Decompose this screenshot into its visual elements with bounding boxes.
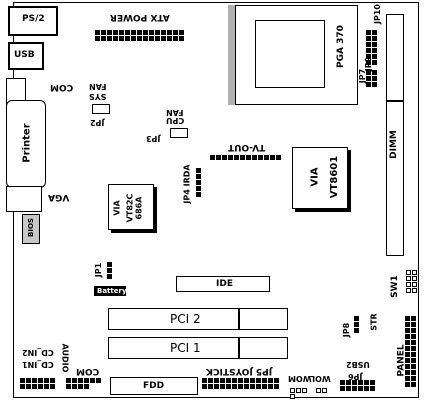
cd-in-headers — [20, 378, 56, 389]
via-vt8601-label-1: VIA — [309, 167, 321, 187]
bios-chip — [22, 214, 40, 244]
jp10-jumper — [366, 30, 378, 65]
com-label: COM — [50, 82, 74, 92]
ide-connector — [176, 276, 270, 292]
atx-power-label: ATX POWER — [110, 12, 170, 22]
sys-fan-header — [92, 104, 110, 114]
cd-in2-label: CD_IN2 — [22, 348, 54, 357]
jp2-label: JP2 — [90, 118, 105, 127]
fdd-label: FDD — [143, 381, 165, 391]
via-vt82c686a-chip — [108, 184, 154, 230]
sys-fan-label-1: SYS — [89, 92, 107, 101]
pci1-label: PCI 1 — [170, 341, 201, 355]
dimm-label: DIMM — [388, 130, 399, 159]
usb2-header — [340, 380, 376, 391]
cpu-socket-lever — [228, 5, 236, 105]
vga-connector — [6, 186, 42, 212]
pci2-label: PCI 2 — [170, 312, 201, 326]
ps2-label: PS/2 — [22, 14, 45, 24]
wom-label: WOM — [288, 374, 312, 383]
com2-label: COM — [76, 366, 100, 376]
via-686a-label-1: VIA — [112, 200, 122, 216]
vga-label: VGA — [48, 192, 70, 202]
jp1-label: JP1 — [94, 262, 104, 278]
cpu-fan-label-1: CPU — [166, 116, 185, 125]
cpu-socket-pga370 — [228, 5, 358, 105]
com2-header — [66, 378, 102, 389]
audio-label: AUDIO — [60, 343, 70, 373]
jp3-label: JP3 — [146, 134, 161, 143]
battery-label: Battery — [97, 287, 127, 295]
dimm-slot — [386, 14, 404, 256]
str-label: STR — [369, 313, 379, 331]
tv-out-header — [210, 155, 286, 160]
pci1-key — [238, 337, 240, 359]
printer-connector — [6, 100, 46, 188]
pci2-slot — [108, 308, 288, 330]
cd-in1-label: CD_IN1 — [22, 360, 54, 369]
dimm-slot-key — [386, 100, 404, 102]
battery — [94, 286, 126, 296]
via-686a-label-3: 686A — [134, 196, 144, 220]
atx-power-header — [95, 30, 187, 41]
via-vt8601-label-2: VT8601 — [329, 155, 341, 199]
jp5-joystick-label: JP5 JOYSTICK — [206, 366, 273, 376]
sw1-switch — [406, 270, 418, 293]
cpu-fan-label-2: FAN — [166, 108, 184, 117]
usb2-label: USB2 — [346, 360, 370, 369]
jp4-irda-header — [196, 168, 202, 197]
ide-label: IDE — [216, 279, 233, 289]
pci1-slot — [108, 337, 288, 359]
jp8-label: JP8 — [342, 322, 352, 338]
wol-label: WOL — [310, 374, 331, 383]
panel-header — [405, 316, 417, 387]
jp10-label: JP10 — [372, 4, 382, 24]
jp6-label: JP6 — [348, 372, 363, 381]
jp5-joystick-header — [202, 378, 280, 389]
ps2-connector — [8, 6, 58, 36]
usb-connector — [8, 42, 44, 70]
jp1-jumper — [107, 262, 113, 279]
fdd-connector — [110, 377, 198, 395]
usb-label: USB — [14, 50, 35, 60]
cpu-fan-header — [170, 128, 188, 138]
cpu-socket-inner — [255, 20, 325, 88]
jp8-jumper — [354, 316, 360, 333]
via-686a-label-2: VT82C — [125, 193, 135, 223]
sys-fan-label-2: FAN — [89, 82, 107, 91]
wol-wom-headers — [290, 388, 330, 399]
printer-label: Printer — [21, 123, 33, 163]
jp4-irda-label: JP4 IRDA — [182, 164, 192, 204]
via-vt8601-chip — [292, 147, 348, 209]
bios-label: BIOS — [26, 218, 35, 237]
pci2-key — [238, 308, 240, 330]
jp7-jumper — [366, 70, 378, 87]
pga370-label: PGA 370 — [335, 25, 346, 68]
sw1-label: SW1 — [389, 275, 400, 298]
tv-out-label: TV-OUT — [228, 142, 266, 152]
